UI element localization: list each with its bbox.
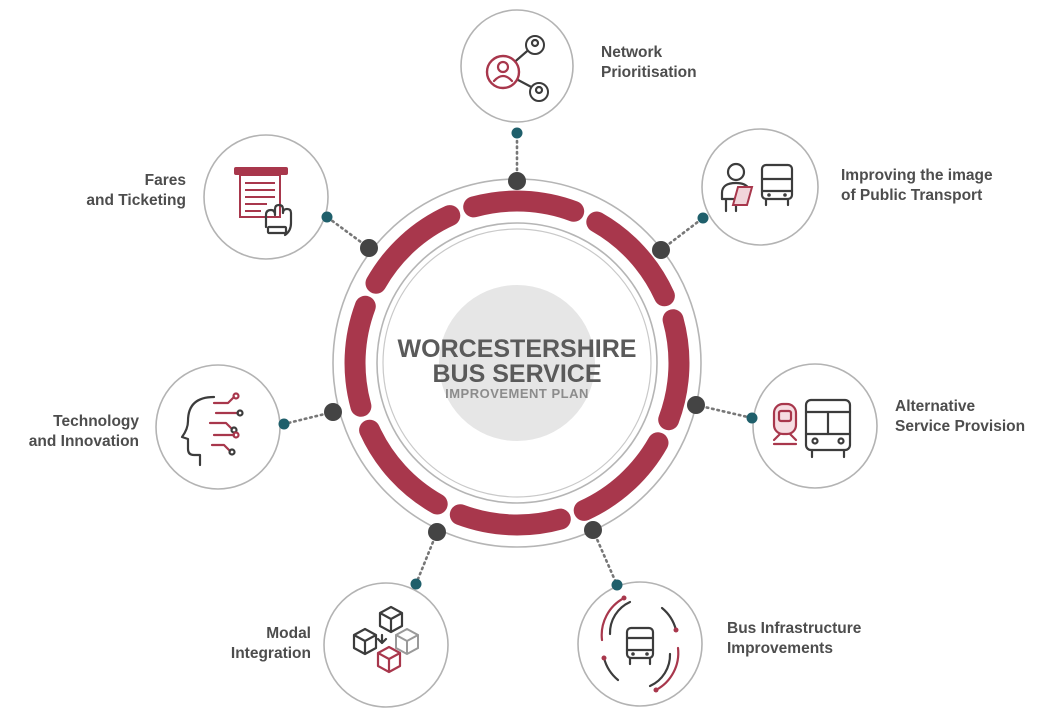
train-bus-icon: [772, 398, 852, 459]
red-segment: [365, 205, 461, 294]
connector-tip-modal: [410, 578, 422, 590]
connector-tip-technology: [278, 418, 290, 430]
node-circle-alternative: [752, 363, 878, 489]
red-segment: [344, 295, 376, 417]
anchor-dot-network: [508, 172, 526, 190]
label-alternative-line2: Service Provision: [895, 418, 1025, 435]
anchor-dot-alternative: [687, 396, 705, 414]
connector-image: [659, 216, 705, 252]
label-modal: Modal Integration: [231, 625, 311, 662]
label-fares: Fares and Ticketing: [86, 172, 186, 209]
bus-routes-icon: [600, 595, 680, 693]
red-segment: [573, 432, 669, 521]
center-subtitle: IMPROVEMENT PLAN: [445, 386, 589, 401]
label-technology-line2: and Innovation: [29, 433, 139, 450]
red-segment: [658, 309, 690, 431]
node-labels: Network Prioritisation Improving the ima…: [29, 44, 1025, 662]
label-alternative: Alternative Service Provision: [895, 398, 1025, 435]
label-infrastructure-line1: Bus Infrastructure: [727, 620, 862, 637]
label-alternative-line1: Alternative: [895, 398, 975, 415]
head-circuit-icon: [180, 392, 244, 467]
label-image: Improving the image of Public Transport: [841, 167, 993, 204]
node-circle-modal: [323, 582, 449, 708]
node-circle-technology: [155, 364, 281, 490]
label-technology: Technology and Innovation: [29, 413, 140, 450]
label-network-line1: Network: [601, 44, 663, 61]
label-infrastructure-line2: Improvements: [727, 640, 833, 657]
label-network-line2: Prioritisation: [601, 64, 697, 81]
anchor-dot-modal: [428, 523, 446, 541]
connector-modal: [414, 530, 439, 586]
anchor-dot-technology: [324, 403, 342, 421]
node-circles: [155, 9, 878, 708]
node-circle-image: [701, 128, 819, 246]
connector-tip-network: [511, 127, 523, 139]
label-modal-line2: Integration: [231, 645, 311, 662]
red-segment: [449, 504, 571, 536]
red-segment: [359, 419, 448, 515]
label-modal-line1: Modal: [266, 625, 311, 642]
label-image-line1: Improving the image: [841, 167, 993, 184]
connector-tip-image: [697, 212, 709, 224]
anchor-dot-image: [652, 241, 670, 259]
label-infrastructure: Bus Infrastructure Improvements: [727, 620, 862, 657]
connector-infrastructure: [591, 528, 619, 587]
person-bus-icon: [720, 162, 794, 213]
connector-alternative: [694, 403, 754, 420]
network-people-icon: [485, 35, 549, 102]
connector-tip-fares: [321, 211, 333, 223]
connector-tip-infrastructure: [611, 579, 623, 591]
label-network: Network Prioritisation: [601, 44, 697, 81]
label-fares-line2: and Ticketing: [86, 192, 186, 209]
label-image-line2: of Public Transport: [841, 187, 982, 204]
red-segment-ring: [344, 190, 690, 536]
center-title-line1: WORCESTERSHIRE: [398, 335, 637, 363]
ticket-hand-icon: [234, 167, 293, 237]
cubes-icon: [352, 605, 419, 674]
node-circle-infrastructure: [577, 581, 703, 707]
label-fares-line1: Fares: [145, 172, 186, 189]
connectors: [282, 131, 754, 587]
anchor-dot-infrastructure: [584, 521, 602, 539]
label-technology-line1: Technology: [53, 413, 139, 430]
center-title-line2: BUS SERVICE: [432, 360, 601, 388]
anchor-dot-fares: [360, 239, 378, 257]
connector-fares: [325, 215, 371, 250]
red-segment: [463, 190, 585, 222]
connector-tip-alternative: [746, 412, 758, 424]
central-wheel: WORCESTERSHIRE BUS SERVICE IMPROVEMENT P…: [332, 178, 702, 548]
red-segment: [586, 211, 675, 307]
center-grey-disc: [439, 285, 595, 441]
